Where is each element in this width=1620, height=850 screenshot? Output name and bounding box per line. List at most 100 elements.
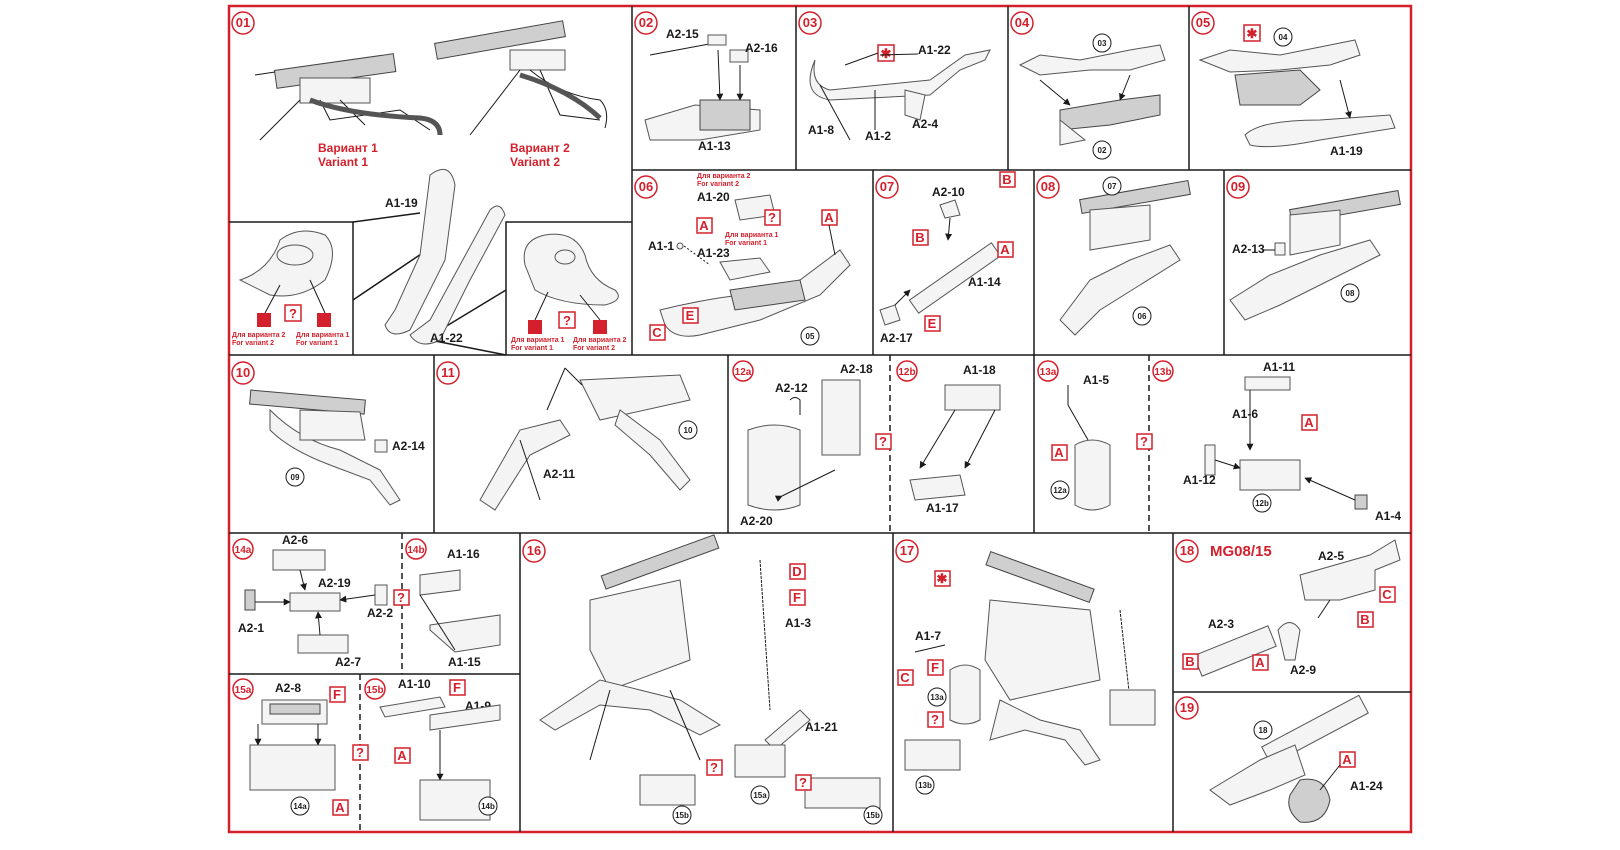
step-15a: 15a [232, 678, 254, 700]
label-a2-17: A2-17 [880, 331, 913, 345]
part-a1-19-drawing [384, 168, 456, 335]
label-a1-17: A1-17 [926, 501, 959, 515]
label-a2-8: A2-8 [275, 681, 301, 695]
svg-text:?: ? [356, 745, 364, 760]
svg-text:09: 09 [1231, 179, 1245, 194]
svg-text:15b: 15b [866, 811, 880, 820]
svg-text:Для варианта 1: Для варианта 1 [511, 337, 565, 344]
step-04: 04 [1010, 11, 1034, 35]
label-a1-2: A1-2 [865, 129, 891, 143]
label-a1-6: A1-6 [1232, 407, 1258, 421]
label-a2-14: A2-14 [392, 439, 425, 453]
panel-15a: A2-8 F 14a A ? [249, 681, 369, 816]
panel-06: Для варианта 2 For variant 2 A1-20 A ? Д… [648, 173, 851, 346]
svg-text:For variant 1: For variant 1 [511, 345, 553, 352]
svg-text:✱: ✱ [1247, 26, 1258, 41]
svg-text:13a: 13a [930, 693, 944, 702]
svg-text:12b: 12b [898, 367, 915, 378]
svg-text:C: C [1382, 587, 1392, 602]
step-12b: 12b [896, 360, 918, 382]
svg-text:13b: 13b [918, 781, 932, 790]
svg-text:✱: ✱ [937, 571, 948, 586]
svg-text:?: ? [931, 712, 939, 727]
panel-14b: A1-16 A1-15 ? [393, 547, 501, 669]
panel-03: ✱ A1-22 A1-8 A1-2 A2-4 [808, 43, 991, 143]
label-a2-16: A2-16 [745, 41, 778, 55]
svg-text:18: 18 [1180, 543, 1194, 558]
panel-14a: A2-6 A2-19 A2-1 A2-2 A2-7 [238, 533, 393, 669]
svg-text:02: 02 [1098, 146, 1107, 155]
step-19: 19 [1175, 696, 1199, 720]
label-a1-13: A1-13 [698, 139, 731, 153]
variant-2-en: Variant 2 [510, 155, 560, 169]
panel-16: D F A1-3 A1-21 15a 15b ? 15b ? [539, 534, 883, 825]
title-18: MG08/15 [1210, 543, 1272, 560]
variant-2-ru: Вариант 2 [510, 141, 570, 155]
svg-text:Для варианта 2: Для варианта 2 [232, 332, 286, 339]
label-a1-19: A1-19 [385, 196, 418, 210]
svg-text:B: B [1185, 654, 1194, 669]
label-a2-2: A2-2 [367, 606, 393, 620]
step-numbers: 01 02 03 04 05 06 07 08 09 10 11 12a 12b… [231, 11, 1250, 720]
svg-text:?: ? [768, 210, 776, 225]
label-a1-19b: A1-19 [1330, 144, 1363, 158]
label-a2-15: A2-15 [666, 27, 699, 41]
svg-text:12a: 12a [735, 367, 752, 378]
label-a1-16: A1-16 [447, 547, 480, 561]
label-a2-13: A2-13 [1232, 242, 1265, 256]
step-06: 06 [634, 175, 658, 199]
svg-text:14a: 14a [293, 802, 307, 811]
label-a2-20: A2-20 [740, 514, 773, 528]
svg-text:12a: 12a [1053, 486, 1067, 495]
svg-text:E: E [686, 308, 695, 323]
svg-text:?: ? [563, 313, 571, 328]
svg-text:08: 08 [1346, 289, 1355, 298]
step-17: 17 [895, 539, 919, 563]
svg-text:Для варианта 2: Для варианта 2 [573, 337, 627, 344]
svg-text:A: A [1304, 415, 1314, 430]
variant-1-drawing [254, 53, 443, 141]
label-a2-9: A2-9 [1290, 663, 1316, 677]
step-07: 07 [875, 175, 899, 199]
variant-1-en: Variant 1 [318, 155, 368, 169]
label-a2-7: A2-7 [335, 655, 361, 669]
step-13b: 13b [1152, 360, 1174, 382]
svg-text:02: 02 [639, 15, 653, 30]
svg-text:A: A [335, 800, 345, 815]
step-16: 16 [522, 539, 546, 563]
svg-text:15b: 15b [366, 685, 383, 696]
svg-text:B: B [915, 230, 924, 245]
svg-text:?: ? [1140, 434, 1148, 449]
svg-text:11: 11 [441, 365, 455, 380]
svg-text:For variant 2: For variant 2 [573, 345, 615, 352]
svg-text:16: 16 [527, 543, 541, 558]
svg-text:08: 08 [1041, 179, 1055, 194]
panel-01: Вариант 1 Variant 1 Вариант 2 Variant 2 … [232, 20, 627, 352]
paint-icon-left [257, 313, 271, 327]
label-a1-10: A1-10 [398, 677, 431, 691]
svg-text:D: D [792, 564, 801, 579]
svg-text:For variant 1: For variant 1 [725, 240, 767, 247]
label-a2-6: A2-6 [282, 533, 308, 547]
svg-text:19: 19 [1180, 700, 1194, 715]
svg-text:F: F [453, 680, 461, 695]
svg-text:A: A [824, 210, 834, 225]
svg-text:05: 05 [806, 332, 815, 341]
label-a2-11: A2-11 [543, 467, 575, 481]
svg-text:Для варианта 1: Для варианта 1 [725, 232, 779, 239]
svg-text:13b: 13b [1154, 367, 1171, 378]
part-a1-22-drawing [409, 205, 506, 345]
svg-text:03: 03 [1098, 39, 1107, 48]
step-12a: 12a [732, 360, 754, 382]
panel-11: A2-11 10 [479, 367, 698, 511]
panel-13a: A1-5 A 12a ? [1050, 373, 1153, 511]
label-a2-19: A2-19 [318, 576, 351, 590]
svg-text:14b: 14b [481, 802, 495, 811]
panel-10: A2-14 09 [249, 389, 425, 506]
variant-2-drawing [434, 20, 608, 136]
label-a1-7: A1-7 [915, 629, 941, 643]
step-01: 01 [231, 11, 255, 35]
svg-text:F: F [333, 687, 341, 702]
label-a1-15: A1-15 [448, 655, 481, 669]
